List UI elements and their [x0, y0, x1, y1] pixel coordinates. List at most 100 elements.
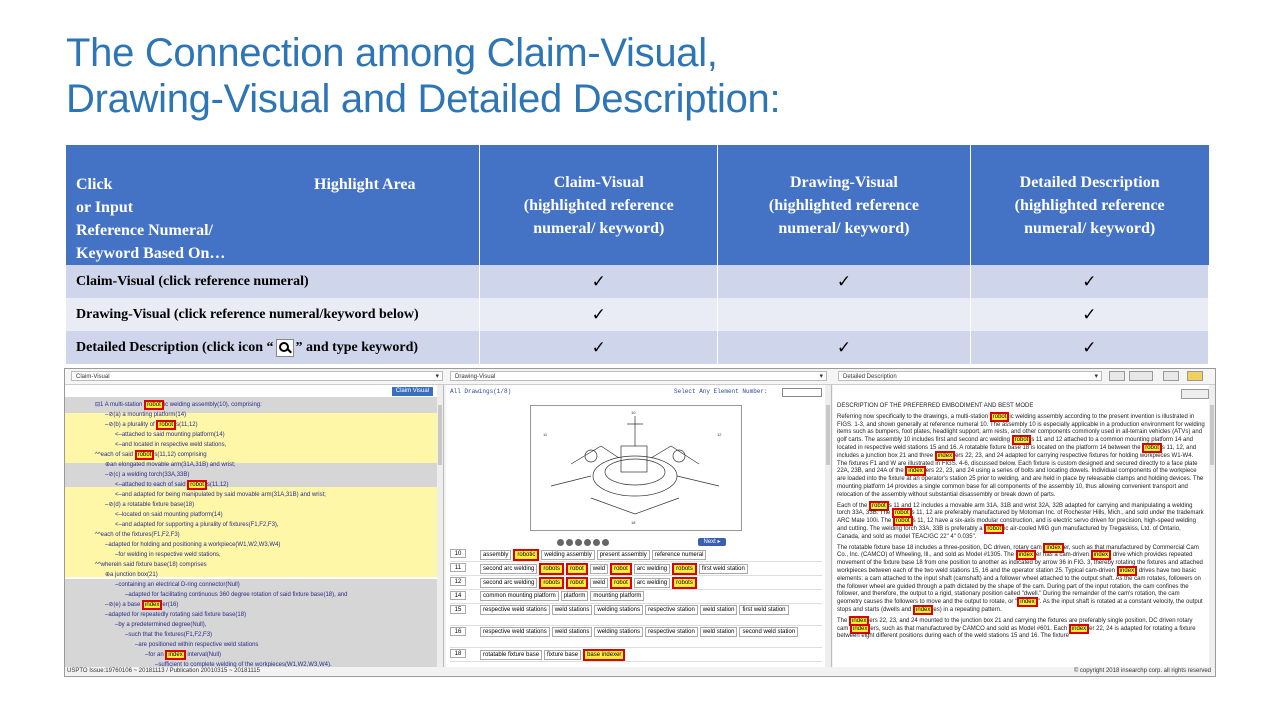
claim-line[interactable]: –for an index interval(Null): [145, 650, 221, 660]
layout-icon[interactable]: [1129, 371, 1153, 381]
reference-keyword[interactable]: robots: [539, 577, 565, 589]
reference-keyword[interactable]: common mounting platform: [480, 591, 559, 601]
highlighted-keyword[interactable]: index: [850, 623, 871, 634]
reference-keyword[interactable]: second weld station: [739, 627, 799, 637]
highlighted-keyword[interactable]: robot: [989, 411, 1010, 422]
claim-line[interactable]: –by a predetermined degree(Null),: [115, 621, 206, 629]
drawing-nav-controls[interactable]: [557, 539, 611, 547]
claim-line[interactable]: –for welding in respective weld stations…: [115, 551, 221, 559]
highlighted-keyword[interactable]: index: [905, 466, 926, 477]
reference-keyword[interactable]: welding stations: [594, 627, 644, 637]
highlighted-keyword[interactable]: index: [165, 650, 186, 660]
copy-icon[interactable]: [1181, 389, 1209, 399]
reference-keyword[interactable]: first weld station: [739, 605, 789, 615]
reference-numeral[interactable]: 12: [450, 577, 466, 586]
highlighted-keyword[interactable]: robot: [134, 450, 155, 460]
scrollbar[interactable]: [1209, 385, 1215, 667]
highlighted-keyword[interactable]: index: [849, 615, 870, 626]
reference-keyword[interactable]: rotatable fixture base: [480, 650, 543, 660]
element-number-select[interactable]: [782, 388, 822, 397]
reference-numeral[interactable]: 16: [450, 627, 466, 636]
highlighted-keyword[interactable]: index: [934, 450, 956, 461]
reference-keyword[interactable]: respective station: [645, 627, 698, 637]
reference-keyword[interactable]: welding assembly: [541, 550, 595, 560]
reference-numeral[interactable]: 10: [450, 549, 466, 558]
claim-line[interactable]: –such that the fixtures(F1,F2,F3): [125, 631, 212, 639]
highlighted-keyword[interactable]: index: [1090, 550, 1112, 561]
next-button[interactable]: Next ▸: [698, 538, 726, 546]
claim-line[interactable]: –⊘(a) a mounting platform(14): [105, 411, 186, 419]
highlighted-keyword[interactable]: robot: [1011, 435, 1032, 446]
reference-keyword[interactable]: robot: [610, 577, 632, 589]
claim-visual-toolbar[interactable]: Claim Visual: [391, 387, 433, 396]
reference-keyword[interactable]: mounting platform: [590, 591, 645, 601]
claim-line[interactable]: –containing an electrical D-ring connect…: [115, 581, 240, 589]
reference-keyword[interactable]: weld station: [699, 627, 738, 637]
highlighted-keyword[interactable]: robot: [1142, 442, 1162, 453]
reference-keyword[interactable]: robots: [672, 563, 697, 575]
search-icon[interactable]: [1109, 371, 1125, 381]
claim-line[interactable]: –sufficient to complete welding of the w…: [155, 661, 332, 667]
highlighted-keyword[interactable]: robot: [156, 420, 177, 430]
reference-keyword[interactable]: first weld station: [698, 564, 748, 574]
reference-keyword[interactable]: fixture base: [544, 650, 582, 660]
reference-keyword[interactable]: weld: [589, 564, 609, 574]
claim-line[interactable]: –⊘(c) a welding torch(33A,33B): [105, 471, 189, 479]
reference-keyword[interactable]: robot: [610, 563, 632, 575]
claim-line[interactable]: ^^each of the fixtures(F1,F2,F3): [95, 531, 180, 539]
reference-keyword[interactable]: robot: [566, 577, 588, 589]
reference-numeral[interactable]: 15: [450, 605, 466, 614]
reference-keyword[interactable]: present assembly: [596, 550, 650, 560]
claim-line[interactable]: –adapted for holding and positioning a w…: [105, 541, 280, 549]
highlighted-keyword[interactable]: index: [913, 604, 934, 615]
claim-line[interactable]: <–and adapted for supporting a plurality…: [115, 521, 279, 529]
reference-keyword[interactable]: second arc welding: [480, 564, 538, 574]
claim-line[interactable]: ^^wherein said fixture base(18) comprise…: [95, 561, 207, 569]
highlighted-keyword[interactable]: robot: [144, 400, 164, 410]
reference-numeral[interactable]: 14: [450, 591, 466, 600]
claim-line[interactable]: <–and adapted for being manipulated by s…: [115, 491, 326, 499]
scrollbar[interactable]: [825, 385, 831, 667]
claim-visual-select[interactable]: Claim-Visual: [71, 371, 443, 382]
reference-keyword[interactable]: robots: [539, 563, 565, 575]
reference-keyword[interactable]: weld stations: [551, 605, 593, 615]
highlighted-keyword[interactable]: robot: [187, 480, 207, 490]
drawing-visual-select[interactable]: Drawing-Visual: [450, 371, 827, 382]
claim-line[interactable]: –adapted for facilitating continuous 360…: [125, 591, 347, 599]
reference-keyword[interactable]: respective station: [645, 605, 698, 615]
claim-line[interactable]: –are positioned within respective weld s…: [135, 641, 258, 649]
reference-keyword[interactable]: respective weld stations: [480, 627, 550, 637]
reference-numeral[interactable]: 18: [450, 649, 466, 658]
reference-keyword[interactable]: weld: [589, 578, 609, 588]
reference-keyword[interactable]: arc welding: [633, 564, 671, 574]
highlighted-keyword[interactable]: robot: [892, 516, 913, 527]
highlighted-keyword[interactable]: index: [1017, 597, 1038, 608]
reference-keyword[interactable]: assembly: [480, 550, 512, 560]
highlighted-keyword[interactable]: index: [1116, 565, 1138, 576]
claim-line[interactable]: <–attached to said mounting platform(14): [115, 431, 225, 439]
highlighted-keyword[interactable]: robot: [891, 508, 912, 519]
claim-line[interactable]: –⊘(d) a rotatable fixture base(18): [105, 501, 194, 509]
claim-line[interactable]: –adapted for repeatedly rotating said fi…: [105, 611, 246, 619]
description-select[interactable]: Detailed Description: [838, 371, 1102, 382]
reference-keyword[interactable]: weld stations: [551, 627, 593, 637]
claim-line[interactable]: <–located on said mounting platform(14): [115, 511, 223, 519]
highlighted-keyword[interactable]: robot: [869, 500, 889, 511]
highlighted-keyword[interactable]: index: [1015, 550, 1036, 561]
reference-keyword[interactable]: robots: [672, 577, 697, 589]
reference-keyword[interactable]: welding stations: [594, 605, 644, 615]
reference-numeral[interactable]: 11: [450, 563, 466, 572]
highlighted-keyword[interactable]: robot: [984, 523, 1004, 534]
reference-keyword[interactable]: base indexer: [583, 649, 626, 661]
reference-keyword[interactable]: platform: [560, 591, 589, 601]
scrollbar[interactable]: [437, 385, 443, 667]
reference-keyword[interactable]: weld station: [699, 605, 738, 615]
reference-keyword[interactable]: robot: [566, 563, 588, 575]
window-icon[interactable]: [1163, 371, 1179, 381]
claim-line[interactable]: ⊕an elongated movable arm(31A,31B) and w…: [105, 461, 235, 469]
claim-line[interactable]: <–and located in respective weld station…: [115, 441, 226, 449]
